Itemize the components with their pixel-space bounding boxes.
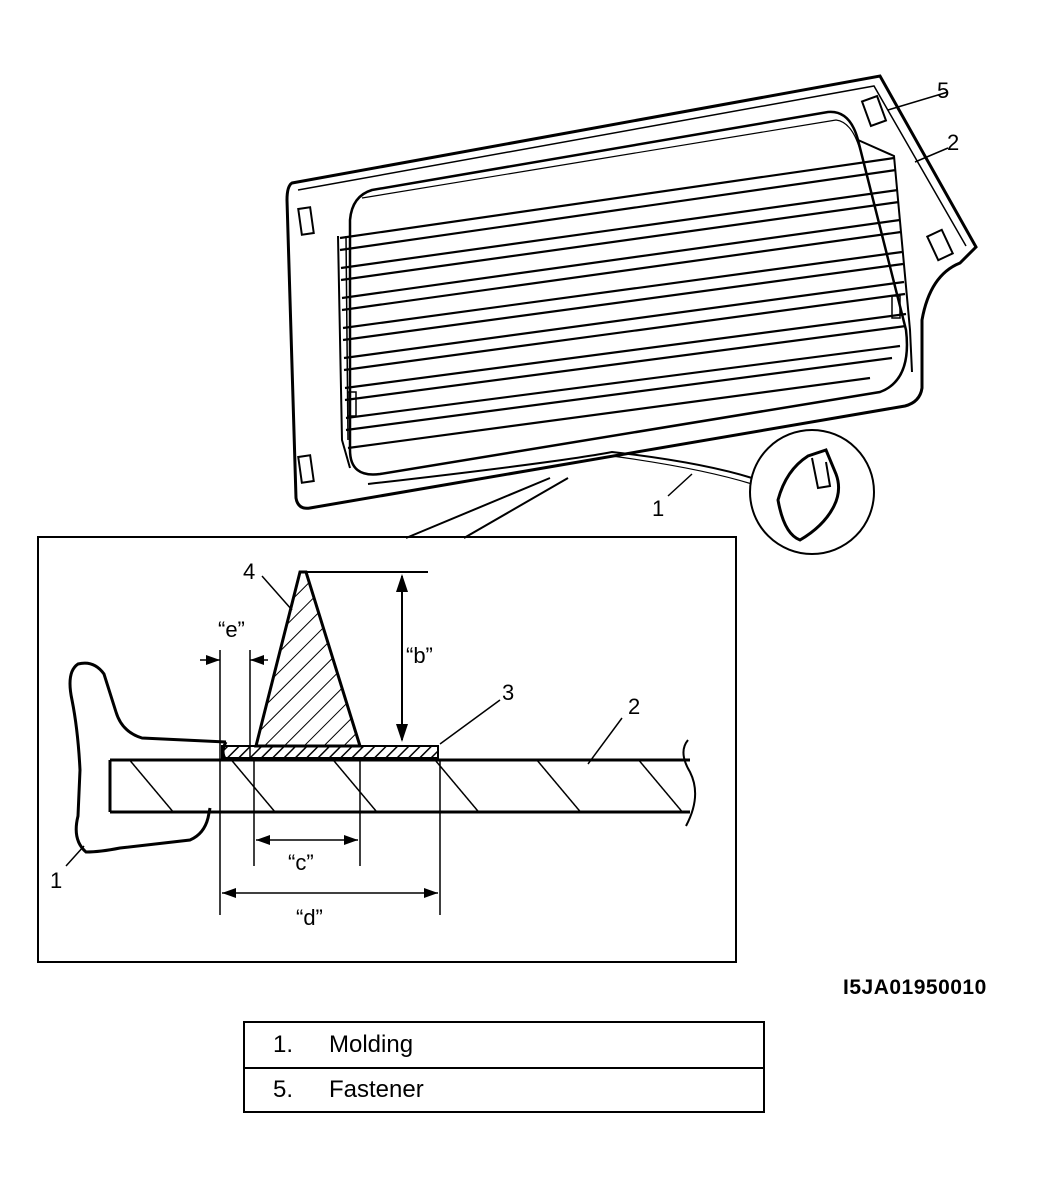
legend-label: Fastener	[329, 1076, 424, 1103]
dimension-label-c: “c”	[288, 850, 314, 875]
fastener-slots	[297, 94, 955, 484]
defroster-lines	[339, 156, 907, 450]
dimension-label-d: “d”	[296, 905, 323, 930]
callout-adhesive: 3	[502, 680, 514, 705]
figure-code: I5JA01950010	[843, 976, 987, 999]
legend-row: 1. Molding	[245, 1023, 763, 1067]
cross-section-detail	[37, 536, 737, 963]
callout-molding-detail: 1	[50, 868, 62, 893]
callout-glass-top: 2	[947, 130, 959, 155]
glass-section	[110, 760, 688, 812]
legend-row: 5. Fastener	[245, 1067, 763, 1111]
back-glass-panel	[285, 74, 978, 555]
legend-number: 1.	[272, 1031, 293, 1058]
legend-label: Molding	[329, 1031, 414, 1058]
callout-molding-top: 1	[652, 496, 664, 521]
molding-profile	[68, 661, 227, 854]
callout-fastener-top: 5	[937, 78, 949, 103]
legend-table: 1. Molding 5. Fastener	[243, 1021, 765, 1113]
callout-dam: 4	[243, 559, 255, 584]
dimension-label-b: “b”	[406, 643, 433, 668]
molding-detail-circle	[749, 429, 875, 555]
legend-number: 5.	[272, 1076, 293, 1103]
dimension-label-e: “e”	[218, 617, 245, 642]
adhesive-strip	[221, 745, 439, 759]
callout-glass-detail: 2	[628, 694, 640, 719]
urethane-bead	[254, 570, 363, 748]
